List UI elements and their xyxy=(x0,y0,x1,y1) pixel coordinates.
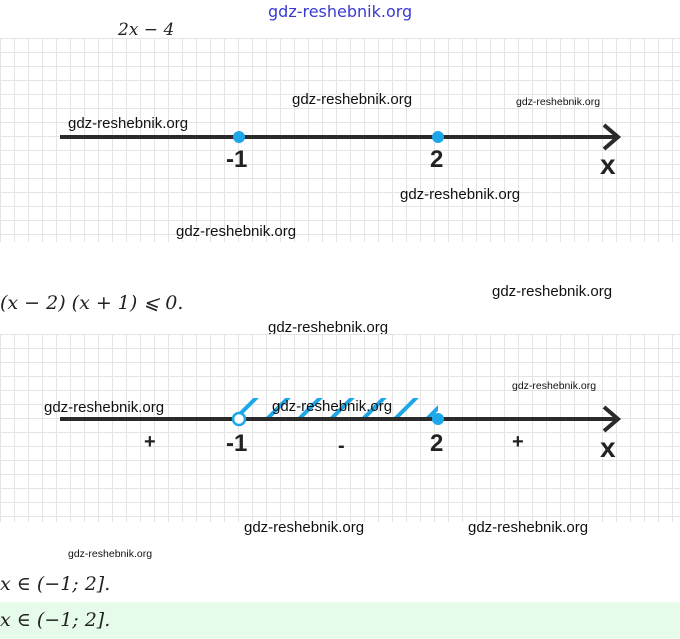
watermark: gdz-reshebnik.org xyxy=(492,283,613,300)
watermark: gdz-reshebnik.org xyxy=(68,115,189,132)
number-line-1 xyxy=(60,123,622,151)
axis-label-x: x xyxy=(600,149,616,180)
number-line-2-grid xyxy=(0,334,680,522)
watermark: gdz-reshebnik.org xyxy=(400,186,521,203)
watermark: gdz-reshebnik.org xyxy=(516,96,601,108)
number-line-1-grid xyxy=(0,38,680,242)
label-minus-1: -1 xyxy=(226,146,248,173)
number-line-2 xyxy=(60,398,622,433)
axis-arrow xyxy=(602,123,622,151)
label-2: 2 xyxy=(430,430,444,457)
expression: 2x − 4 xyxy=(118,20,175,40)
answer-text: x ∈ (−1; 2]. xyxy=(0,573,111,595)
watermark: gdz-reshebnik.org xyxy=(272,398,393,415)
answer-final: x ∈ (−1; 2]. xyxy=(0,609,111,631)
watermark: gdz-reshebnik.org xyxy=(468,519,589,536)
answer-box: x ∈ (−1; 2]. xyxy=(0,602,680,639)
watermark: gdz-reshebnik.org xyxy=(292,91,413,108)
header-watermark[interactable]: gdz-reshebnik.org xyxy=(268,2,413,21)
watermark: gdz-reshebnik.org xyxy=(268,319,389,336)
label-2: 2 xyxy=(430,146,444,173)
watermark: gdz-reshebnik.org xyxy=(68,548,153,560)
point-minus-1 xyxy=(233,131,245,143)
inequality: (x − 2) (x + 1) ⩽ 0. xyxy=(0,292,184,314)
watermark: gdz-reshebnik.org xyxy=(512,380,597,392)
label-minus-1: -1 xyxy=(226,430,248,457)
point-2 xyxy=(432,131,444,143)
sign-plus-right: + xyxy=(512,431,524,453)
watermark: gdz-reshebnik.org xyxy=(244,519,365,536)
axis-label-x: x xyxy=(600,432,616,463)
open-point-minus-1 xyxy=(231,411,247,427)
axis-arrow xyxy=(602,405,622,433)
sign-minus: - xyxy=(338,435,345,457)
closed-point-2 xyxy=(432,413,444,425)
sign-plus-left: + xyxy=(144,431,156,453)
watermark: gdz-reshebnik.org xyxy=(44,399,165,416)
watermark: gdz-reshebnik.org xyxy=(176,223,297,240)
